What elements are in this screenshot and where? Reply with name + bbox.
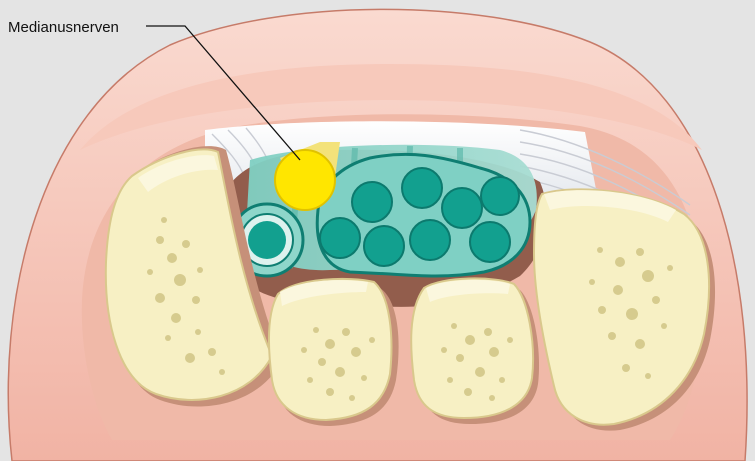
tendon (352, 182, 392, 222)
tendon (402, 168, 442, 208)
tendon (410, 220, 450, 260)
median-nerve-label: Medianusnerven (8, 19, 119, 36)
tendon (442, 188, 482, 228)
tendon (481, 177, 519, 215)
tendon (320, 218, 360, 258)
tendon (364, 226, 404, 266)
triquetrum-bone (411, 278, 539, 424)
tendon (470, 222, 510, 262)
lunate-bone (269, 279, 399, 426)
